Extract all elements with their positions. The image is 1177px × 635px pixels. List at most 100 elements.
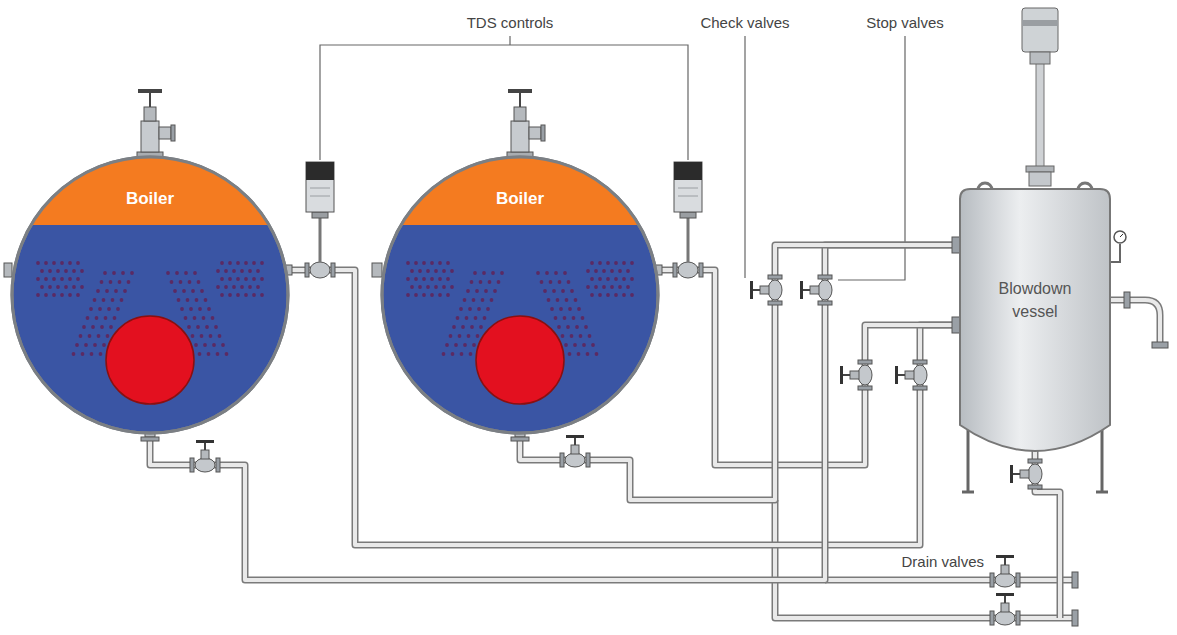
- node-label: Boiler: [70, 189, 230, 209]
- fire-tube: [418, 269, 422, 273]
- fire-tube: [568, 307, 572, 311]
- fire-tube: [574, 298, 578, 302]
- fire-tube: [220, 277, 224, 281]
- fire-tube: [103, 271, 107, 275]
- tds-control-valve: [673, 162, 703, 278]
- fire-tube: [64, 269, 68, 273]
- tds-control-valve: [305, 162, 335, 278]
- fire-tube: [461, 325, 465, 329]
- fire-tube: [558, 280, 562, 284]
- drain-valve: [990, 593, 1020, 625]
- fire-tube: [60, 293, 64, 297]
- callout-label: Check valves: [700, 14, 789, 32]
- fire-tube: [549, 280, 553, 284]
- fire-tube: [469, 352, 473, 356]
- fire-tube: [244, 277, 248, 281]
- leader-lines: [744, 36, 745, 278]
- fire-tube: [622, 293, 626, 297]
- fire-tube: [477, 307, 481, 311]
- nozzles: [372, 263, 382, 277]
- boiler-shell: [12, 157, 288, 433]
- fire-tube: [554, 316, 558, 320]
- fire-tube: [232, 285, 236, 289]
- fire-tube: [76, 261, 80, 265]
- vessel-body: [960, 189, 1110, 451]
- fire-tube: [56, 285, 60, 289]
- vent-motor: [1022, 8, 1058, 186]
- fire-tube: [602, 269, 606, 273]
- fire-tube: [81, 352, 85, 356]
- fire-tube: [570, 289, 574, 293]
- fire-tube: [422, 261, 426, 265]
- leader-lines: [320, 45, 688, 160]
- fire-tube: [48, 285, 52, 289]
- fire-tube: [446, 293, 450, 297]
- fire-tube: [187, 325, 191, 329]
- fire-tube: [491, 271, 495, 275]
- fire-tube: [197, 280, 201, 284]
- fire-tube: [470, 325, 474, 329]
- fire-tube: [216, 285, 220, 289]
- fire-tube: [240, 285, 244, 289]
- fire-tube: [52, 277, 56, 281]
- fire-tube: [606, 277, 610, 281]
- fire-tube: [116, 307, 120, 311]
- boiler-outline: [382, 157, 658, 433]
- fire-tube: [100, 280, 104, 284]
- fire-tube: [214, 325, 218, 329]
- fire-tube: [104, 316, 108, 320]
- fire-tube: [198, 307, 202, 311]
- fire-tube: [557, 325, 561, 329]
- fire-tube: [463, 298, 467, 302]
- nozzles: [1072, 610, 1078, 626]
- fire-tube: [260, 293, 264, 297]
- fire-tube: [410, 285, 414, 289]
- pipework: [775, 500, 1075, 618]
- fire-tube: [207, 307, 211, 311]
- fire-tube: [483, 316, 487, 320]
- fire-tube: [414, 277, 418, 281]
- pipework: [775, 500, 1075, 618]
- fire-tube: [572, 316, 576, 320]
- vent-motor: [1036, 60, 1044, 172]
- pipe-core: [660, 270, 960, 465]
- fire-tube: [438, 261, 442, 265]
- fire-tube: [563, 316, 567, 320]
- fire-tube: [536, 271, 540, 275]
- fire-tube: [180, 307, 184, 311]
- fire-tube: [80, 269, 84, 273]
- fire-tube: [426, 269, 430, 273]
- fire-tube: [414, 261, 418, 265]
- fire-tube: [472, 343, 476, 347]
- fire-tube: [200, 334, 204, 338]
- fire-tube: [244, 261, 248, 265]
- vessel-node: Blowdown vessel: [960, 185, 1110, 465]
- fire-tube: [102, 298, 106, 302]
- fire-tube: [474, 316, 478, 320]
- pipework: [1110, 300, 1160, 345]
- fire-tube: [173, 289, 177, 293]
- fire-tube: [418, 285, 422, 289]
- fire-tube: [573, 343, 577, 347]
- furnace-tube: [106, 316, 194, 404]
- fire-tube: [256, 269, 260, 273]
- fire-tube: [406, 293, 410, 297]
- fire-tube: [554, 271, 558, 275]
- fire-tube: [456, 316, 460, 320]
- nozzles: [1124, 292, 1130, 308]
- fire-tube: [445, 343, 449, 347]
- fire-tube: [426, 285, 430, 289]
- fire-tube: [48, 269, 52, 273]
- fire-tube: [470, 280, 474, 284]
- fire-tube: [618, 285, 622, 289]
- fire-tube: [545, 271, 549, 275]
- fire-tube: [606, 261, 610, 265]
- callout-label: TDS controls: [467, 14, 554, 32]
- fire-tube: [121, 271, 125, 275]
- fire-tube: [430, 261, 434, 265]
- fire-tube: [450, 285, 454, 289]
- vent-motor: [1022, 8, 1058, 52]
- fire-tube: [630, 293, 634, 297]
- fire-tube: [622, 277, 626, 281]
- fire-tube: [486, 307, 490, 311]
